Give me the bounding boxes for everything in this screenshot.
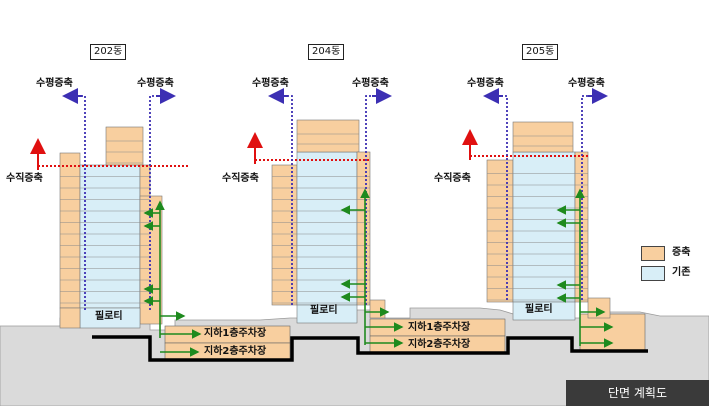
- legend-swatch-addition: [641, 246, 665, 261]
- legend-label-existing: 기존: [672, 267, 691, 278]
- building-name-204: 204동: [308, 44, 345, 60]
- underground-outline: [92, 335, 648, 362]
- parking-band-3: [579, 313, 646, 351]
- piloti-label-204: 필로티: [310, 305, 338, 316]
- circulation-202: [143, 200, 202, 357]
- horizontal-label-202-right: 수평증축: [137, 78, 174, 89]
- building-202: [59, 126, 163, 329]
- floor-lines: [60, 133, 588, 304]
- circulation-205: [556, 188, 614, 348]
- parking-b1-label-2: 지하1층주차장: [408, 322, 471, 333]
- parking-b1-label-1: 지하1층주차장: [204, 328, 267, 339]
- horizontal-label-205-left: 수평증축: [467, 78, 504, 89]
- building-205: [486, 121, 611, 321]
- vertical-label-204: 수직증축: [222, 173, 259, 184]
- parking-b2-label-1: 지하2층주차장: [204, 346, 267, 357]
- circulation-204: [340, 188, 404, 348]
- horizontal-label-204-left: 수평증축: [252, 78, 289, 89]
- piloti-label-202: 필로티: [95, 311, 123, 322]
- building-name-202: 202동: [90, 44, 127, 60]
- legend-swatch-existing: [641, 266, 665, 281]
- vertical-extension-arrows: [30, 129, 478, 170]
- piloti-label-205: 필로티: [525, 304, 553, 315]
- diagram-caption: 단면 계획도: [566, 380, 709, 406]
- vertical-label-202: 수직증축: [6, 173, 43, 184]
- horizontal-label-202-left: 수평증축: [36, 78, 73, 89]
- building-name-205: 205동: [522, 44, 559, 60]
- building-204: [271, 119, 386, 324]
- legend-label-addition: 증축: [672, 247, 691, 258]
- horizontal-label-205-right: 수평증축: [568, 78, 605, 89]
- vertical-label-205: 수직증축: [434, 173, 471, 184]
- parking-b2-label-2: 지하2층주차장: [408, 339, 471, 350]
- horizontal-label-204-right: 수평증축: [352, 78, 389, 89]
